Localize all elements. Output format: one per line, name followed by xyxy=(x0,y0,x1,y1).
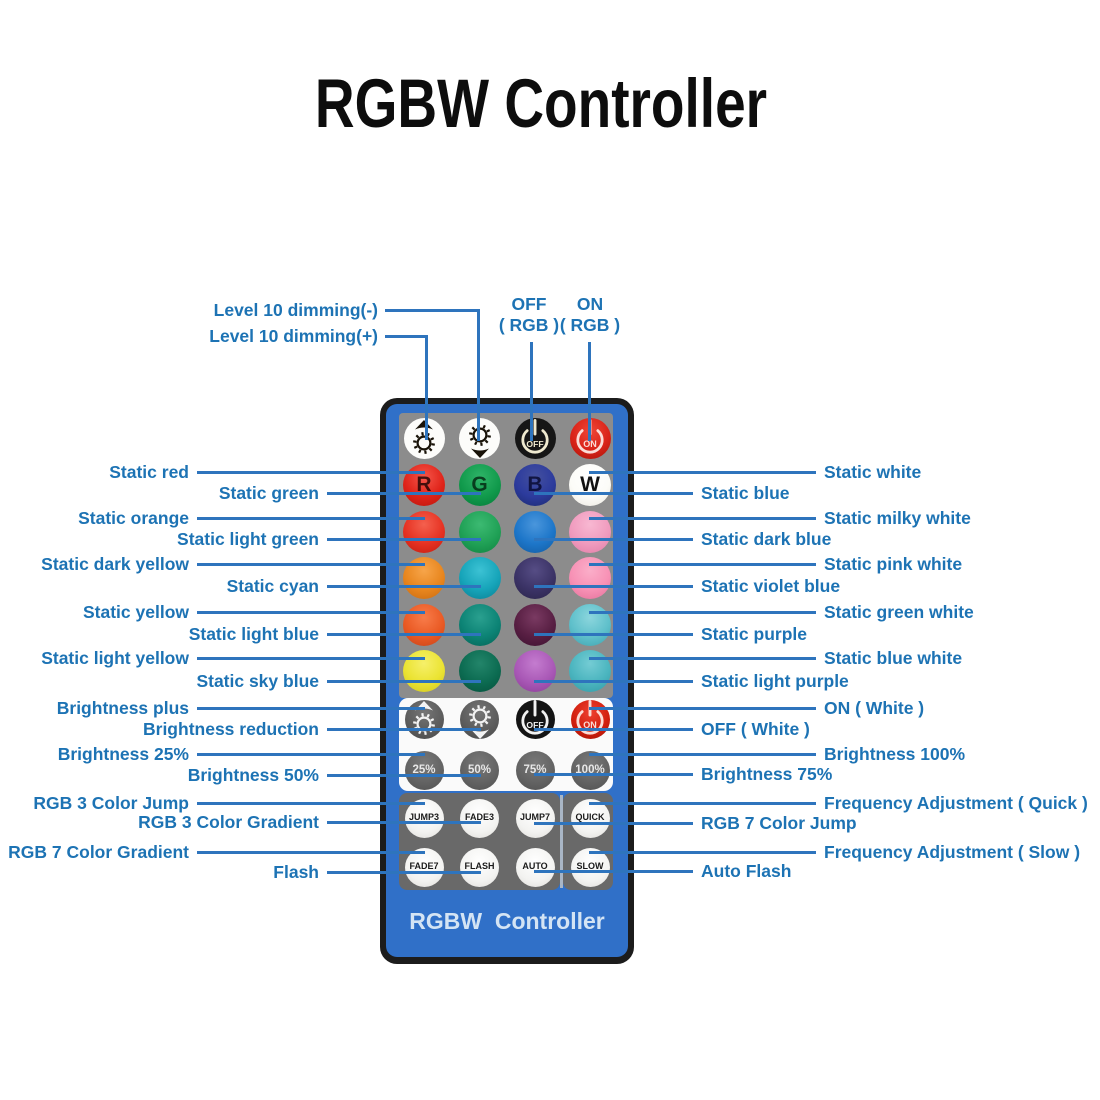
svg-text:OFF: OFF xyxy=(526,439,543,449)
svg-text:OFF: OFF xyxy=(526,720,543,730)
svg-text:ON: ON xyxy=(583,439,597,449)
svg-text:ON: ON xyxy=(583,720,597,730)
